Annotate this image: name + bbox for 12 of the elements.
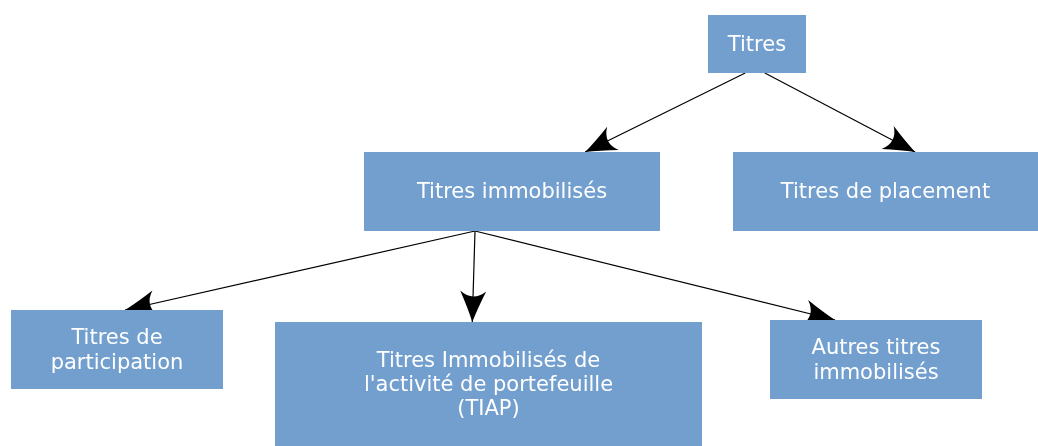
box-label: Titres de participation	[49, 325, 185, 374]
process-box	[733, 152, 1038, 231]
box-label: Titres immobilisés	[416, 179, 608, 204]
process-box	[275, 322, 702, 446]
box-label: Titres Immobilisés de l'activité de portefeuille (TIAP)	[363, 347, 614, 421]
process-box	[708, 15, 806, 73]
box-label: Titres	[727, 31, 787, 57]
process-box	[11, 310, 223, 389]
process-box	[364, 152, 660, 231]
process-box	[770, 320, 982, 399]
box-label: Autres titres immobilisés	[810, 335, 942, 384]
box-label: Titres de placement	[780, 179, 991, 204]
